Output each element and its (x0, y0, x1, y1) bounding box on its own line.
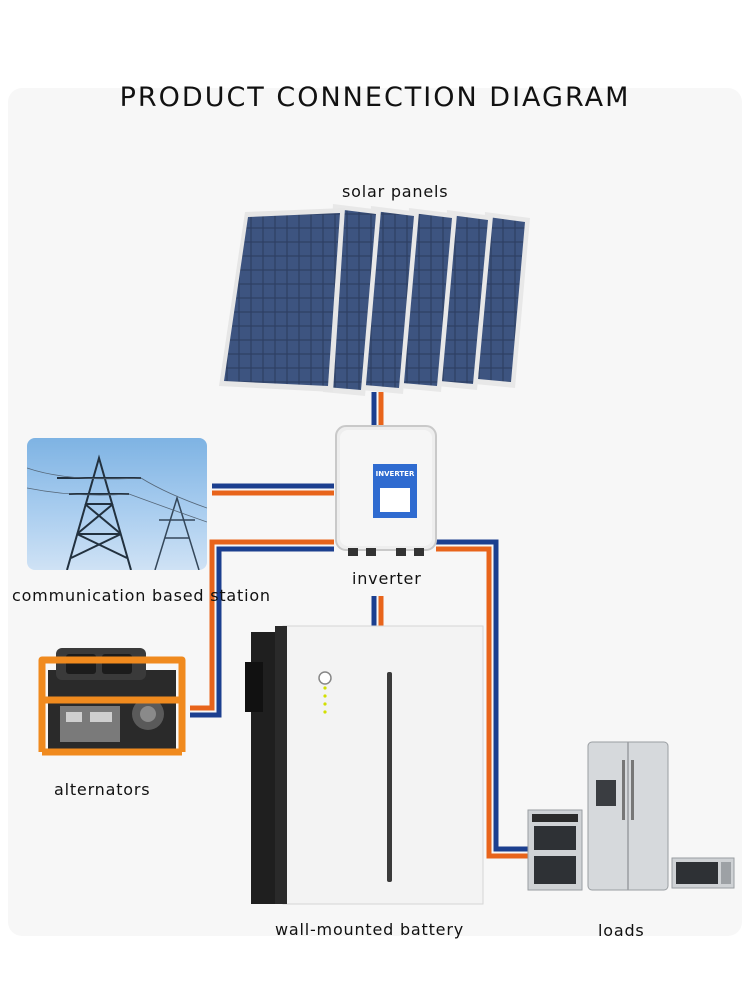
wall-battery-icon (245, 625, 484, 905)
page-title: PRODUCT CONNECTION DIAGRAM (119, 82, 631, 113)
station-label: communication based station (12, 586, 271, 605)
inverter-label: inverter (352, 569, 422, 588)
wire-inverter-battery (371, 596, 384, 628)
appliances-icon (527, 741, 735, 891)
wire-alternator-inverter (190, 539, 334, 718)
wire-inverter-loads (436, 539, 530, 859)
loads-label: loads (598, 921, 645, 940)
battery-label: wall-mounted battery (275, 920, 464, 939)
inverter-icon: INVERTER (334, 424, 438, 558)
generator-icon (38, 648, 186, 756)
solar-panels-icon (219, 204, 530, 396)
power-tower-icon (27, 438, 207, 570)
alternators-label: alternators (54, 780, 151, 799)
solar-panels-label: solar panels (342, 182, 449, 201)
wire-station-inverter (212, 483, 334, 496)
inverter-badge: INVERTER (375, 470, 415, 478)
